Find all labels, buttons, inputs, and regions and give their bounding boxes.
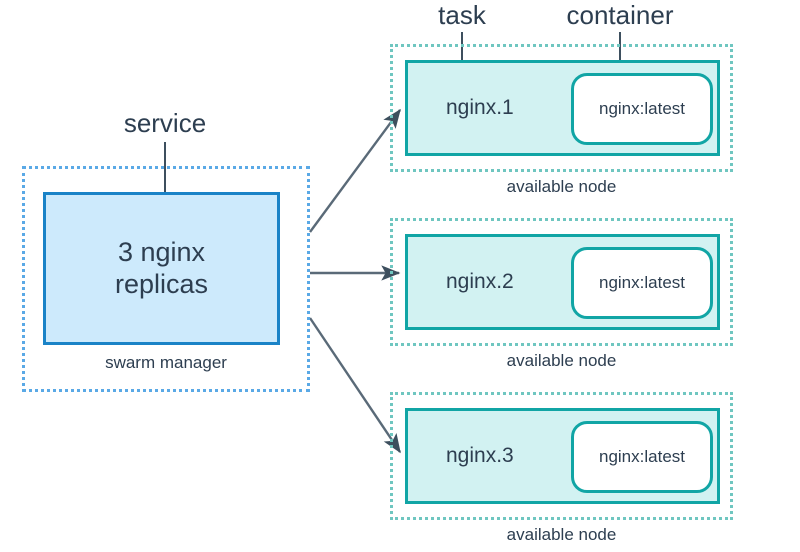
node-boundary xyxy=(390,218,733,346)
arrow-service-to-node-3 xyxy=(309,317,401,454)
node-boundary xyxy=(390,44,733,172)
node-caption: available node xyxy=(506,177,617,196)
task-label: nginx.3 xyxy=(446,444,514,467)
container-box[interactable]: nginx:latest xyxy=(571,247,713,319)
container-label: nginx:latest xyxy=(599,447,685,466)
task-box[interactable]: nginx.1 nginx:latest xyxy=(405,60,720,156)
service-box[interactable]: 3 nginx replicas xyxy=(43,192,280,345)
callout-label-task: task xyxy=(438,0,486,30)
node-boundary xyxy=(390,392,733,520)
swarm-manager-boundary xyxy=(22,166,310,392)
callout-label-container: container xyxy=(566,0,674,30)
service-box-label: 3 nginx replicas xyxy=(114,236,209,299)
node-caption: available node xyxy=(506,351,617,370)
task-box[interactable]: nginx.3 nginx:latest xyxy=(405,408,720,504)
arrow-service-to-node-1 xyxy=(309,108,401,233)
callout-label-service: service xyxy=(123,108,207,138)
container-label: nginx:latest xyxy=(599,99,685,118)
task-box[interactable]: nginx.2 nginx:latest xyxy=(405,234,720,330)
swarm-manager-caption: swarm manager xyxy=(105,353,227,372)
node-caption: available node xyxy=(506,525,617,544)
task-label: nginx.1 xyxy=(446,96,514,119)
container-box[interactable]: nginx:latest xyxy=(571,421,713,493)
task-label: nginx.2 xyxy=(446,270,514,293)
container-box[interactable]: nginx:latest xyxy=(571,73,713,145)
container-label: nginx:latest xyxy=(599,273,685,292)
